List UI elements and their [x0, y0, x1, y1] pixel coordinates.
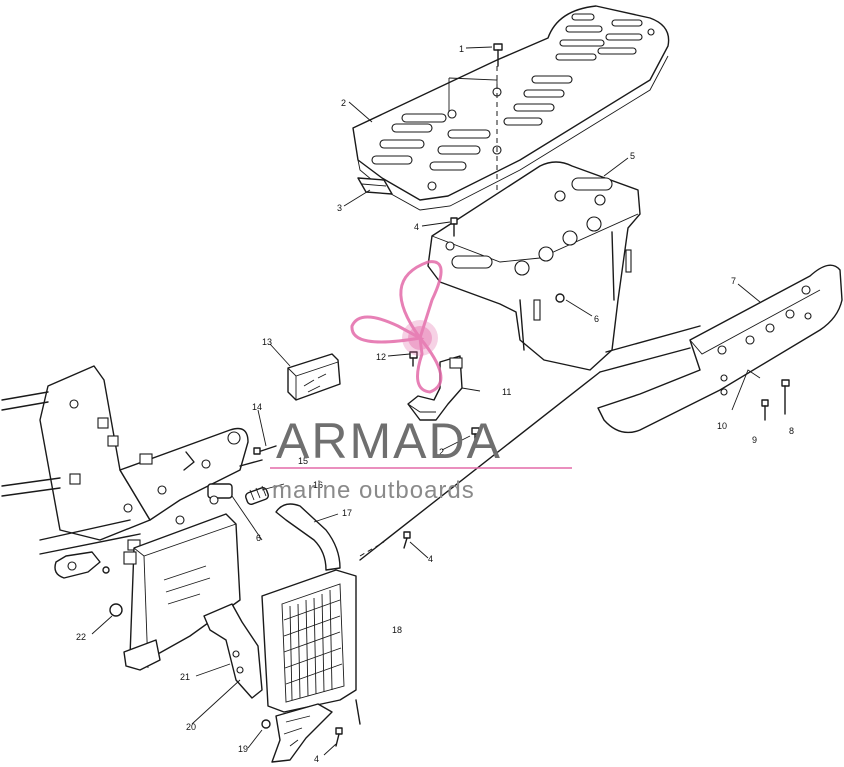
callout-22: 22 [76, 632, 86, 642]
callout-18: 18 [392, 625, 402, 635]
side-panel [123, 513, 241, 671]
callout-labels: 1 2 3 4 5 6 7 8 9 10 11 12 13 14 15 16 1… [76, 44, 794, 764]
callout-7: 7 [731, 276, 736, 286]
bolt-12-b [471, 427, 480, 443]
bolt-4-low [335, 727, 343, 747]
clip-15 [239, 459, 263, 467]
armada-watermark: ARMADA marine outboards [270, 260, 572, 504]
callout-6: 6 [594, 314, 599, 324]
propeller-logo [350, 260, 443, 394]
callout-13: 13 [262, 337, 272, 347]
bolt-4-upper [450, 217, 458, 237]
callout-4: 4 [414, 222, 419, 232]
nut-6-upper [555, 293, 565, 303]
chassis-frame [1, 365, 249, 579]
bolt-4-mid [403, 531, 411, 549]
callout-4-b: 4 [428, 554, 433, 564]
nut-19 [261, 719, 271, 729]
hose-17 [275, 503, 341, 571]
callout-11: 11 [502, 387, 511, 397]
bolt-8 [781, 379, 790, 415]
relay-13 [287, 353, 341, 401]
rivet-22 [102, 566, 110, 574]
bracket-21 [203, 603, 263, 699]
reflector [357, 177, 393, 195]
front-bumper [597, 264, 843, 434]
fitting-16 [245, 485, 269, 505]
upper-rack [352, 5, 670, 211]
bolt-12-a [409, 351, 418, 367]
callout-10: 10 [717, 421, 727, 431]
callout-21: 21 [180, 672, 190, 682]
grommet-22 [109, 603, 123, 617]
bracket-11 [407, 355, 463, 421]
callout-14: 14 [252, 402, 262, 412]
lower-rack [427, 161, 641, 371]
callout-5: 5 [630, 151, 635, 161]
bolt-9 [761, 399, 769, 421]
callout-1: 1 [459, 44, 464, 54]
callout-3: 3 [337, 203, 342, 213]
bolt-1 [493, 43, 503, 67]
callout-17: 17 [342, 508, 352, 518]
callout-8: 8 [789, 426, 794, 436]
callout-6-b: 6 [256, 533, 261, 543]
callout-2: 2 [341, 98, 346, 108]
callout-12-a: 12 [376, 352, 386, 362]
radiator-grille-18 [261, 569, 357, 763]
watermark-title: ARMADA [276, 413, 502, 469]
bolt-14 [253, 445, 277, 455]
watermark-subtitle: marine outboards [272, 477, 475, 504]
callout-16: 16 [313, 480, 323, 490]
callout-9: 9 [752, 435, 757, 445]
callout-4-c: 4 [314, 754, 319, 764]
callout-12-b: 12 [434, 447, 444, 457]
callout-20: 20 [186, 722, 196, 732]
leader-lines [91, 46, 761, 756]
callout-19: 19 [238, 744, 248, 754]
callout-15: 15 [298, 456, 308, 466]
spacer-6-lower [207, 483, 233, 505]
